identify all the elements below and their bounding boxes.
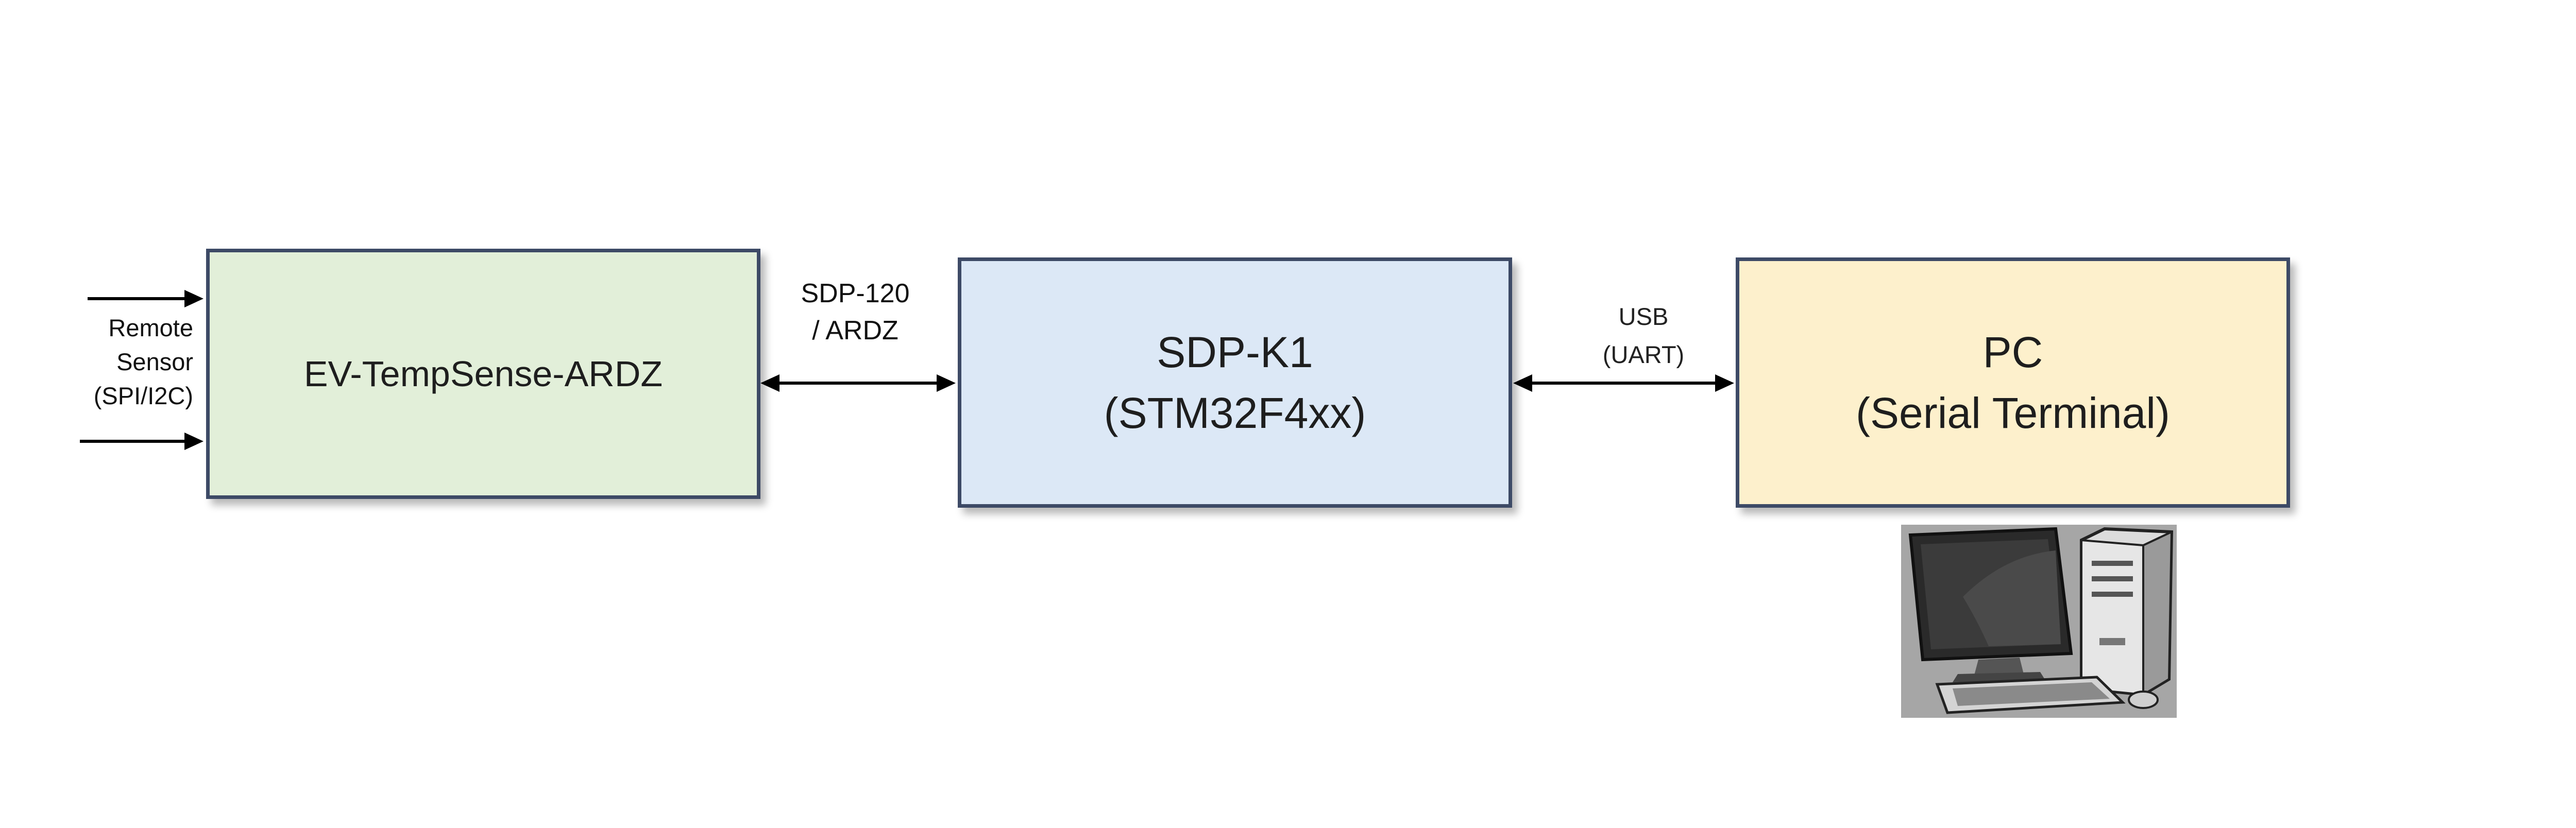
remote-sensor-input-arrow-top bbox=[88, 290, 204, 307]
monitor-icon bbox=[1908, 527, 2073, 682]
sdp-block-title: SDP-K1 bbox=[1157, 328, 1313, 376]
ev-block-title: EV-TempSense-ARDZ bbox=[303, 354, 663, 394]
usb-link-label: USB (UART) bbox=[1566, 298, 1721, 374]
desktop-computer-icon bbox=[1901, 525, 2177, 718]
sdp-k1-block: SDP-K1 (STM32F4xx) bbox=[958, 257, 1512, 508]
pc-block: PC (Serial Terminal) bbox=[1736, 257, 2290, 508]
sdp-connector-label: SDP-120 / ARDZ bbox=[778, 275, 933, 349]
pc-block-title: PC bbox=[1982, 328, 2043, 376]
ev-sdp-link-arrow bbox=[760, 374, 956, 392]
remote-sensor-label-line-1: Remote bbox=[108, 314, 193, 341]
sdp-pc-link-arrow bbox=[1513, 374, 1734, 392]
computer-tower-icon bbox=[2080, 527, 2174, 697]
usb-link-label-line-1: USB bbox=[1618, 303, 1669, 330]
remote-sensor-label-line-2: Sensor bbox=[116, 348, 193, 375]
usb-link-label-line-2: (UART) bbox=[1602, 341, 1685, 368]
remote-sensor-label-line-3: (SPI/I2C) bbox=[93, 382, 193, 409]
remote-sensor-label: Remote Sensor (SPI/I2C) bbox=[75, 311, 193, 413]
sdp-connector-label-line-2: / ARDZ bbox=[812, 316, 899, 346]
sdp-block-subtitle: (STM32F4xx) bbox=[1104, 389, 1366, 437]
pc-block-subtitle: (Serial Terminal) bbox=[1856, 389, 2170, 437]
mouse-icon bbox=[2128, 691, 2159, 709]
keyboard-icon bbox=[1935, 676, 2126, 714]
sdp-connector-label-line-1: SDP-120 bbox=[801, 279, 910, 308]
remote-sensor-input-arrow-bottom bbox=[80, 433, 204, 450]
ev-tempsense-ardz-block: EV-TempSense-ARDZ bbox=[206, 249, 760, 499]
